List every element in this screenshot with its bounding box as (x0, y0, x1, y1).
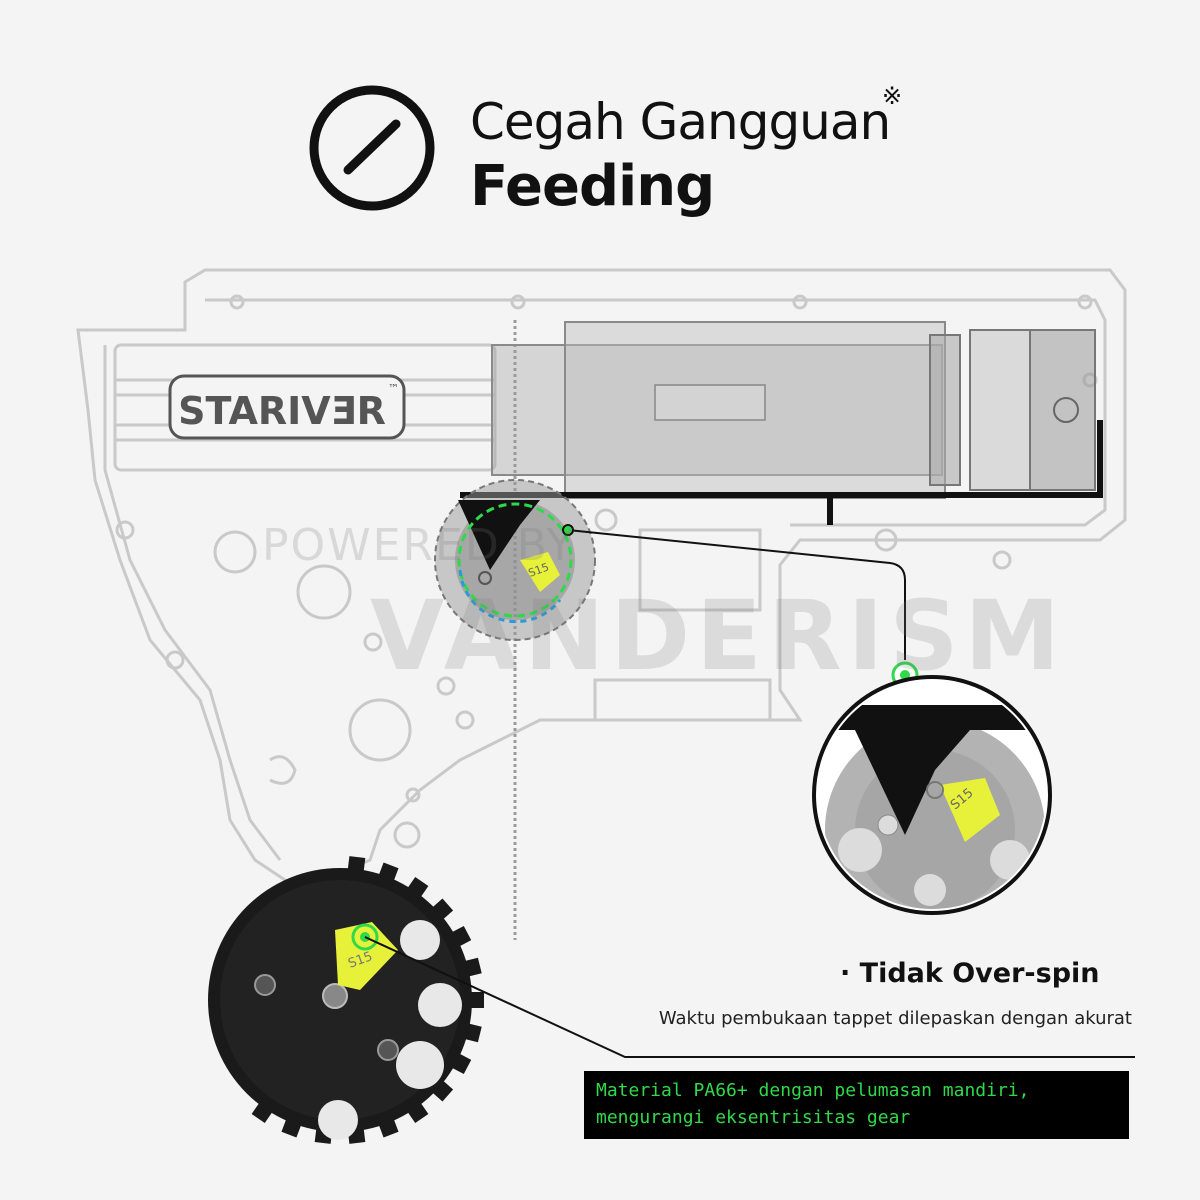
gear-tooth (454, 957, 482, 980)
material-line-1: Material PA66+ dengan pelumasan mandiri, (596, 1080, 1030, 1101)
callout-line-feature (364, 936, 1135, 1058)
prohibition-icon (309, 85, 435, 211)
sector-gear-large: S15 (208, 856, 484, 1144)
stariver-tm: ™ (388, 382, 399, 395)
gear-tooth (375, 1109, 399, 1138)
gear-tooth (460, 992, 484, 1008)
material-banner: Material PA66+ dengan pelumasan mandiri,… (584, 1071, 1129, 1139)
gear-tooth (401, 876, 429, 906)
cylinder-assembly (460, 321, 1103, 525)
heading-line2: Feeding (470, 154, 715, 219)
heading: Cegah Gangguan ※ Feeding (470, 82, 990, 220)
gear-tooth (375, 862, 399, 891)
gear-tooth (251, 1094, 279, 1124)
gearbox-shell (76, 268, 1127, 940)
stariver-logo: STARIVƎR ™ (168, 374, 406, 440)
material-line-2: mengurangi eksentrisitas gear (596, 1107, 911, 1128)
gear-tooth (401, 1094, 429, 1124)
zoom-detail: S15 (812, 675, 1052, 915)
callout-line-zoom (562, 524, 919, 689)
watermark-powered-by: POWERED BY (262, 520, 576, 571)
gear-tooth (424, 898, 454, 927)
feature-description: Waktu pembukaan tappet dilepaskan dengan… (658, 1008, 1132, 1029)
watermark-brand: VANDERISM (370, 580, 1066, 692)
heading-reference-mark: ※ (882, 82, 903, 110)
gear-tooth (454, 1020, 482, 1043)
gear-tooth (281, 1109, 305, 1138)
stariver-logo-text: STARIVƎR (178, 389, 386, 433)
gear-tooth (346, 856, 366, 882)
gear-tooth (442, 925, 472, 952)
sector-gear-small: S15 (434, 479, 596, 641)
gear-tooth (442, 1048, 472, 1075)
feature-title: · Tidak Over-spin (840, 958, 1100, 989)
heading-line1: Cegah Gangguan (470, 93, 891, 151)
